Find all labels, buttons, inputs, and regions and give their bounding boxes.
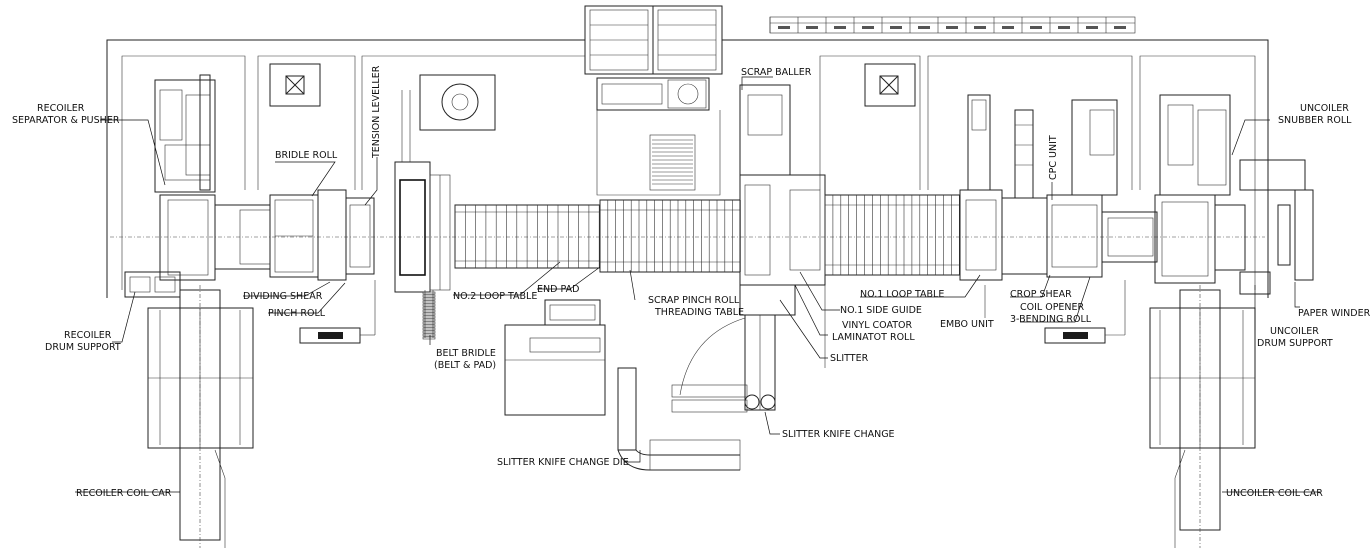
legend-mark — [1058, 26, 1070, 29]
no2-loop-table — [454, 204, 601, 269]
entry-section-equipment — [269, 74, 496, 293]
boundary-lines — [106, 39, 1269, 298]
chain-link — [422, 297, 436, 301]
label-coil-opener-line2: 3-BENDING ROLL — [1010, 314, 1092, 325]
chain-link — [422, 312, 436, 316]
threading-table — [599, 199, 741, 273]
slitter-section — [671, 84, 826, 413]
label-vinyl-coator-line2: LAMINATOT ROLL — [832, 332, 915, 343]
chain-link — [422, 303, 436, 307]
chain-link — [422, 321, 436, 325]
label-no1-loop-table: NO.1 LOOP TABLE — [860, 289, 944, 300]
control-panels — [299, 280, 1126, 368]
legend-mark — [1086, 26, 1098, 29]
belt-bridle-chain — [422, 290, 436, 340]
title-block-strip — [769, 16, 1136, 34]
label-scrap-pinch-roll-line2: THREADING TABLE — [654, 307, 744, 318]
label-uncoiler-drum-support-line1: UNCOILER — [1270, 326, 1319, 337]
cross-box-left — [269, 63, 321, 107]
chain-link — [422, 327, 436, 331]
legend-mark — [778, 26, 790, 29]
cross-box-right — [864, 63, 916, 107]
label-bridle-roll: BRIDLE ROLL — [275, 150, 338, 161]
label-recoiler-separator-line2: SEPARATOR & PUSHER — [12, 115, 120, 126]
label-recoiler-drum-support-line2: DRUM SUPPORT — [45, 342, 121, 353]
chain-link — [422, 333, 436, 337]
legend-mark — [974, 26, 986, 29]
label-belt-bridle-line2: (BELT & PAD) — [434, 360, 496, 371]
label-uncoiler-snubber-line2: SNUBBER ROLL — [1278, 115, 1352, 126]
label-uncoiler-drum-support-line2: DRUM SUPPORT — [1257, 338, 1333, 349]
chain-link — [422, 309, 436, 313]
legend-mark — [890, 26, 902, 29]
scrap-baller-frame — [584, 5, 723, 196]
label-recoiler-separator-line1: RECOILER — [37, 103, 85, 114]
label-scrap-baller: SCRAP BALLER — [741, 67, 812, 78]
chain-link — [422, 330, 436, 334]
label-slitter-knife-change-die: SLITTER KNIFE CHANGE DIE — [497, 457, 629, 468]
chain-link — [422, 291, 436, 295]
label-no2-loop-table: NO.2 LOOP TABLE — [453, 291, 537, 302]
leader-lines — [75, 76, 1320, 493]
label-slitter: SLITTER — [830, 353, 869, 364]
label-crop-shear: CROP SHEAR — [1010, 289, 1072, 300]
chain-link — [422, 315, 436, 319]
legend-mark — [806, 26, 818, 29]
chain-link — [422, 318, 436, 322]
label-uncoiler-snubber-line1: UNCOILER — [1300, 103, 1349, 114]
label-no1-side-guide: NO.1 SIDE GUIDE — [840, 305, 922, 316]
chain-link — [422, 324, 436, 328]
legend-mark — [1114, 26, 1126, 29]
label-tension-leveller: TENSION LEVELLER — [371, 65, 382, 159]
legend-mark — [862, 26, 874, 29]
label-slitter-knife-change: SLITTER KNIFE CHANGE — [782, 429, 895, 440]
legend-mark — [1002, 26, 1014, 29]
chain-link — [422, 306, 436, 310]
chain-link — [422, 294, 436, 298]
chain-link — [422, 336, 436, 340]
label-scrap-pinch-roll-line1: SCRAP PINCH ROLL — [648, 295, 740, 306]
label-end-pad: END PAD — [537, 284, 579, 295]
uncoiler-unit — [1149, 94, 1314, 548]
label-vinyl-coator-line1: VINYL COATOR — [842, 320, 913, 331]
label-dividing-shear: DIVIDING SHEAR — [243, 291, 323, 302]
lower-equipment — [504, 299, 741, 471]
label-paper-winder: PAPER WINDER — [1298, 308, 1370, 319]
label-pinch-roll: PINCH ROLL — [268, 308, 326, 319]
label-cpc-unit: CPC UNIT — [1048, 135, 1059, 180]
label-uncoiler-coil-car: UNCOILER COIL CAR — [1226, 488, 1323, 499]
legend-mark — [1030, 26, 1042, 29]
chain-link — [422, 300, 436, 304]
legend-mark — [918, 26, 930, 29]
callout-labels: RECOILER SEPARATOR & PUSHER BRIDLE ROLL … — [12, 65, 1370, 499]
no1-loop-table — [824, 194, 961, 276]
legend-mark — [834, 26, 846, 29]
exit-section-equipment — [959, 94, 1158, 281]
label-belt-bridle-line1: BELT BRIDLE — [436, 348, 496, 359]
label-coil-opener-line1: COIL OPENER — [1020, 302, 1085, 313]
label-recoiler-coil-car: RECOILER COIL CAR — [76, 488, 172, 499]
legend-mark — [946, 26, 958, 29]
label-recoiler-drum-support-line1: RECOILER — [64, 330, 112, 341]
label-embo-unit: EMBO UNIT — [940, 319, 994, 330]
recoiler-unit — [124, 74, 271, 548]
